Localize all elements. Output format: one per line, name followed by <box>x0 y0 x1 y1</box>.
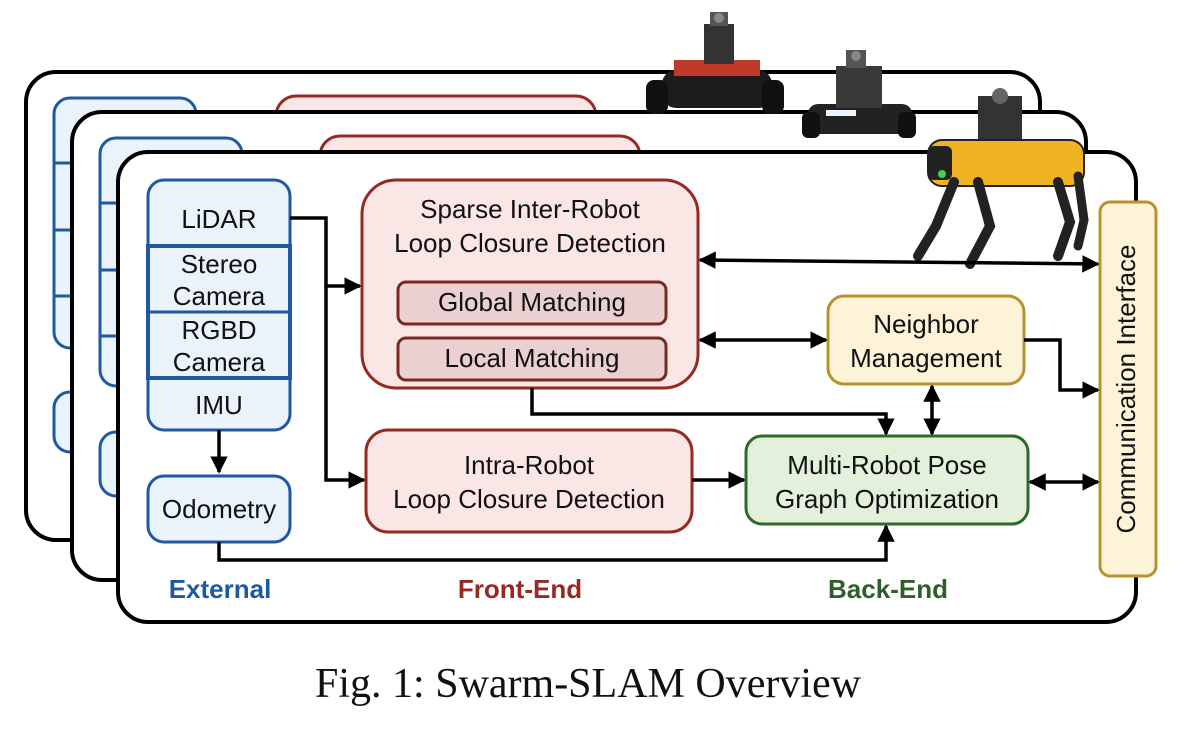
intra-robot-title-2: Loop Closure Detection <box>393 484 665 514</box>
intra-robot-title-1: Intra-Robot <box>464 450 595 480</box>
wheeled-robot-icon <box>802 50 916 138</box>
communication-interface-box: Communication Interface <box>1098 200 1158 578</box>
figure-caption: Fig. 1: Swarm-SLAM Overview <box>315 661 862 707</box>
sparse-inter-robot-title-1: Sparse Inter-Robot <box>420 194 640 224</box>
odometry-label: Odometry <box>162 494 276 524</box>
global-matching-label: Global Matching <box>438 287 626 317</box>
arrow-sparse-comm <box>698 251 1100 273</box>
arrow-lidar-to-sparse <box>290 216 362 295</box>
stereo-camera-label-1: Stereo <box>181 249 258 279</box>
pose-graph-optimization-box: Multi-Robot Pose Graph Optimization <box>744 434 1030 526</box>
local-matching-box <box>396 336 668 382</box>
arrow-lidar-to-intra <box>324 286 366 489</box>
neighbor-management-title-1: Neighbor <box>873 309 979 339</box>
quadruped-robot-icon <box>913 88 1089 269</box>
pose-graph-title-1: Multi-Robot Pose <box>787 450 986 480</box>
section-label-external: External <box>169 574 272 604</box>
section-label-back-end: Back-End <box>828 574 948 604</box>
wheeled-robot-icon <box>646 12 784 114</box>
arrow-odometry-to-pgo <box>217 524 895 562</box>
neighbor-management-title-2: Management <box>850 343 1003 373</box>
lidar-label: LiDAR <box>181 204 256 234</box>
neighbor-management-box: Neighbor Management <box>826 294 1026 386</box>
global-matching-box <box>396 280 668 326</box>
intra-robot-box: Intra-Robot Loop Closure Detection <box>364 428 694 534</box>
connectors <box>210 216 1100 562</box>
rgbd-camera-label-2: Camera <box>173 347 266 377</box>
sparse-inter-robot-box: Sparse Inter-Robot Loop Closure Detectio… <box>360 178 700 390</box>
sparse-inter-robot-title-2: Loop Closure Detection <box>394 228 666 258</box>
pose-graph-title-2: Graph Optimization <box>775 484 999 514</box>
arrow-neighbor-to-comm <box>1024 338 1100 399</box>
local-matching-label: Local Matching <box>445 343 620 373</box>
odometry-box: Odometry <box>146 474 292 544</box>
imu-label: IMU <box>195 390 243 420</box>
sensor-stack: LiDAR Stereo Camera RGBD Camera IMU <box>146 178 292 432</box>
section-label-front-end: Front-End <box>458 574 582 604</box>
stereo-camera-label-2: Camera <box>173 281 266 311</box>
communication-interface-label: Communication Interface <box>1111 244 1141 533</box>
rgbd-camera-label-1: RGBD <box>181 315 256 345</box>
arrow-sparse-to-pgo <box>530 388 895 436</box>
